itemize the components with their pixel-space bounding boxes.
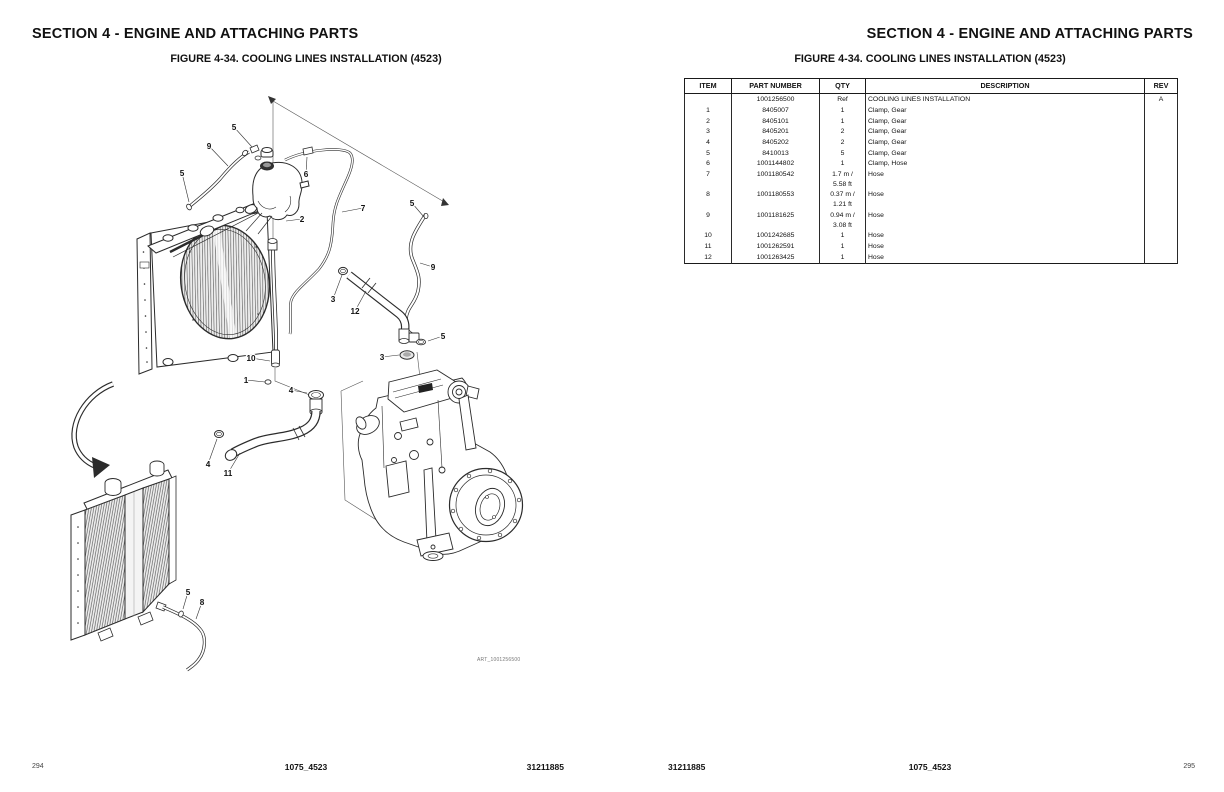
figure-title: FIGURE 4-34. COOLING LINES INSTALLATION …: [794, 53, 1066, 65]
hose-9-upper: [186, 144, 260, 211]
col-header-description: DESCRIPTION: [865, 78, 1145, 94]
table-row: 3 8405201 2 Clamp, Gear: [684, 126, 1178, 138]
callout-label: 2: [300, 215, 305, 224]
callout-leaders: [181, 126, 444, 620]
callout-label: 4: [289, 386, 294, 395]
hose-8: [155, 601, 206, 672]
table-row: 5 8410013 5 Clamp, Gear: [684, 147, 1178, 159]
col-header-qty: QTY: [819, 78, 866, 94]
callout-label: 3: [380, 353, 385, 362]
overflow-hose: [284, 146, 354, 335]
callout-label: 11: [224, 469, 233, 478]
art-label: ART_1001256500: [477, 657, 521, 663]
radiator: [136, 201, 274, 375]
section-header: SECTION 4 - ENGINE AND ATTACHING PARTS: [32, 26, 359, 42]
left-page-footer: 294 1075_4523 31211885: [0, 762, 612, 776]
figure-title: FIGURE 4-34. COOLING LINES INSTALLATION …: [170, 53, 442, 65]
callout-label: 9: [207, 142, 212, 151]
callout-label: 9: [431, 263, 436, 272]
engine: [355, 351, 524, 561]
table-row: 12 1001263425 1 Hose: [684, 251, 1178, 263]
callout-label: 5: [232, 123, 237, 132]
tube-10: [264, 238, 313, 397]
table-row: 2 8405101 1 Clamp, Gear: [684, 115, 1178, 127]
left-page: SECTION 4 - ENGINE AND ATTACHING PARTS F…: [0, 26, 612, 776]
doc-code: 1075_4523: [284, 762, 328, 772]
elbow-hose-11: [214, 390, 324, 461]
table-row: 7 1001180542 1.7 m / 5.58 ft Hose: [684, 169, 1178, 190]
table-row: 4 8405202 2 Clamp, Gear: [684, 137, 1178, 148]
right-page: SECTION 4 - ENGINE AND ATTACHING PARTS F…: [612, 0, 1224, 792]
part-ref: 31211885: [526, 762, 564, 772]
table-row: 9 1001181625 0.94 m / 3.08 ft Hose: [684, 210, 1178, 231]
callout-label: 12: [350, 307, 360, 316]
table-row: 10 1001242685 1 Hose: [684, 230, 1178, 242]
callout-numbers: 5 9 5 6 7 5 2 9 3 12 5 3 10 1 4 4 11 5 8: [178, 122, 447, 609]
table-header-row: ITEM PART NUMBER QTY DESCRIPTION REV: [684, 78, 1178, 94]
callout-label: 7: [361, 204, 366, 213]
callout-label: 1: [244, 376, 249, 385]
doc-code: 1075_4523: [908, 762, 952, 772]
callout-label: 3: [331, 295, 336, 304]
table-row: 11 1001262591 1 Hose: [684, 241, 1178, 252]
col-header-part-number: PART NUMBER: [731, 78, 820, 94]
right-page-footer: 31211885 1075_4523 295: [612, 762, 1224, 776]
col-header-rev: REV: [1144, 78, 1178, 94]
section-header: SECTION 4 - ENGINE AND ATTACHING PARTS: [866, 26, 1193, 42]
callout-label: 5: [441, 332, 446, 341]
page-number: 295: [1183, 763, 1195, 770]
oil-cooler: [70, 460, 177, 642]
hose-12: [338, 266, 410, 344]
table-row: 8 1001180553 0.37 m / 1.21 ft Hose: [684, 189, 1178, 211]
callout-label: 10: [246, 354, 256, 363]
page-number: 294: [32, 763, 44, 770]
callout-label: 5: [410, 199, 415, 208]
part-ref: 31211885: [668, 762, 706, 772]
callout-label: 6: [304, 170, 309, 179]
callout-label: 5: [186, 588, 191, 597]
expansion-tank: [245, 147, 310, 235]
direction-arrow: [71, 381, 115, 478]
col-header-item: ITEM: [684, 78, 732, 94]
table-row: 1 8405007 1 Clamp, Gear: [684, 105, 1178, 116]
callout-label: 5: [180, 169, 185, 178]
callout-label: 4: [206, 460, 211, 469]
table-row: 6 1001144802 1 Clamp, Hose: [684, 158, 1178, 170]
callout-label: 8: [200, 598, 205, 607]
table-row: 1001256500 Ref COOLING LINES INSTALLATIO…: [684, 93, 1178, 106]
parts-table: ITEM PART NUMBER QTY DESCRIPTION REV 100…: [684, 78, 1178, 264]
cooling-lines-diagram: 5 9 5 6 7 5 2 9 3 12 5 3 10 1 4 4 11 5 8: [70, 96, 524, 672]
